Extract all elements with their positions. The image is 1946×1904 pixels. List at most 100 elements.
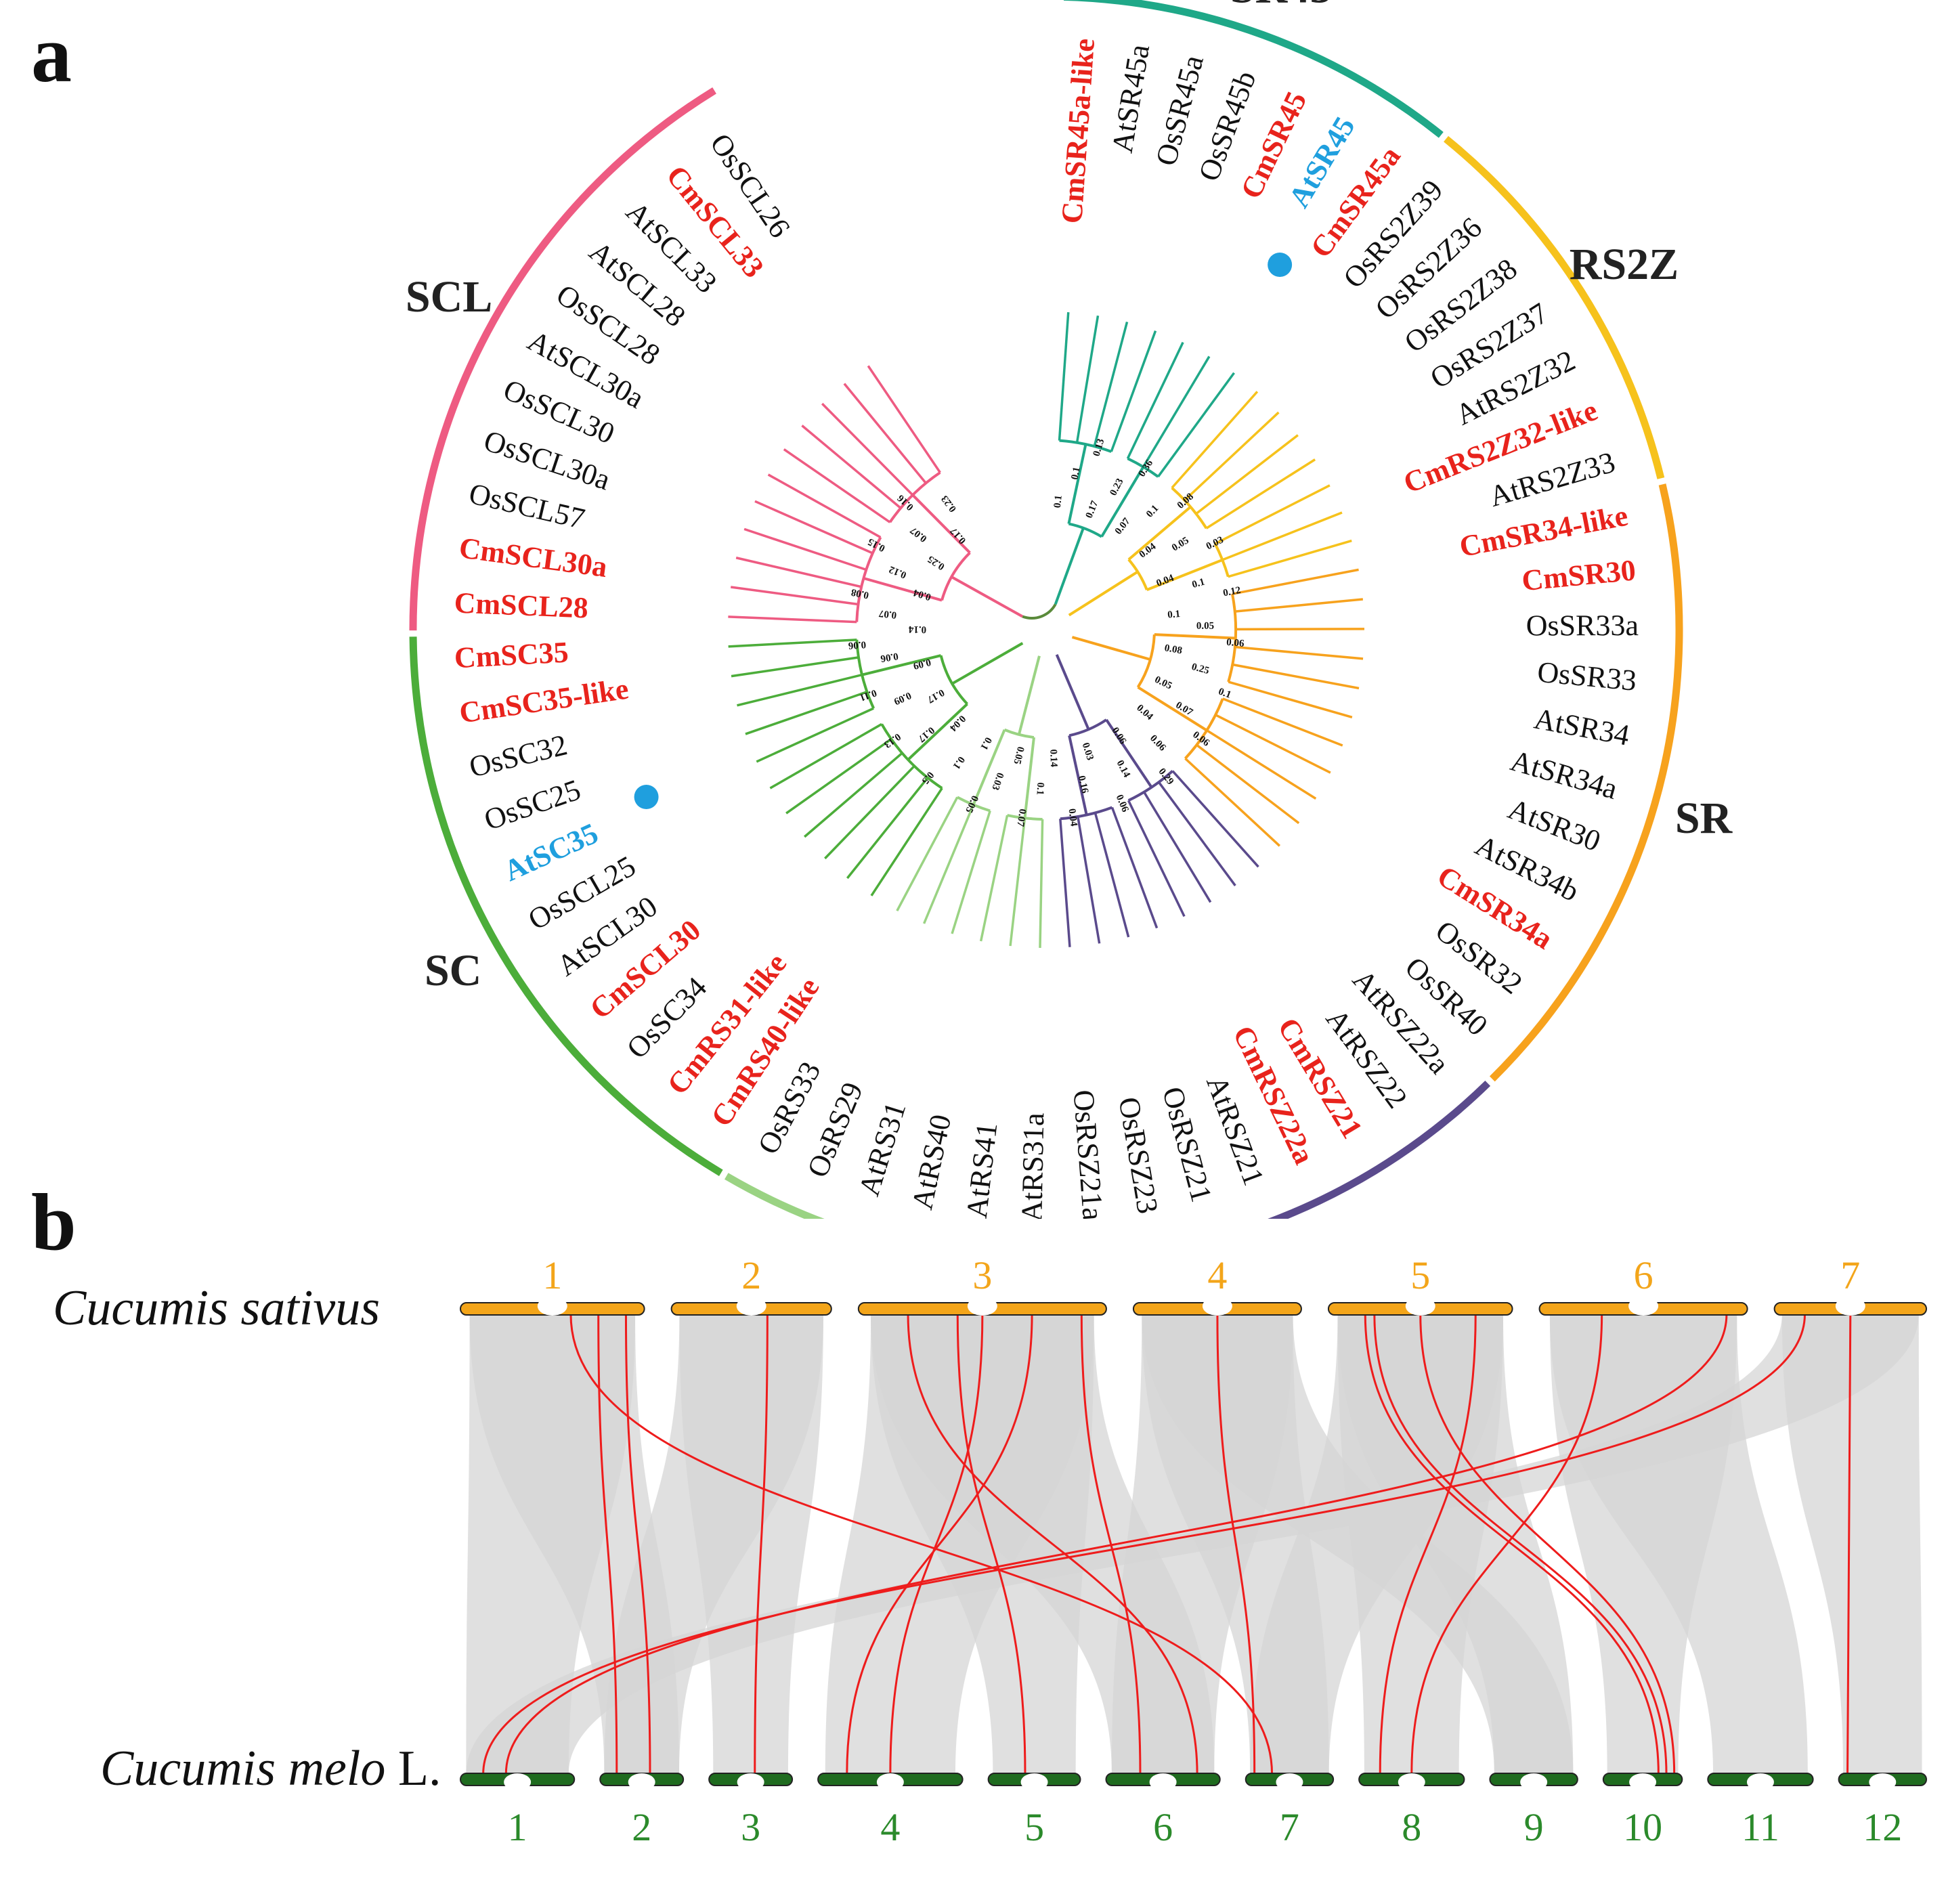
leaf-branch — [1232, 568, 1359, 595]
group-arc — [940, 551, 971, 601]
group-arc-rs2z — [1444, 135, 1665, 479]
branch-length-label: 0.16 — [1076, 775, 1090, 795]
branch-length-label: 0.06 — [880, 650, 899, 664]
leaf-label: CmSC35 — [454, 636, 569, 675]
leaf-branch — [785, 738, 892, 815]
branch-length-label: 0.03 — [989, 771, 1006, 792]
chromosome-label-top: 1 — [542, 1253, 562, 1297]
highlight-link — [1410, 1314, 1603, 1775]
group-arc — [1068, 522, 1103, 538]
leaf-branch — [1075, 315, 1100, 443]
highlight-link — [1846, 1314, 1852, 1775]
subclade-arc — [1227, 593, 1237, 683]
group-label-sr: SR — [1675, 794, 1733, 843]
leaf-branch — [824, 765, 915, 860]
leaf-branch — [1184, 411, 1280, 502]
group-arc-sc — [409, 636, 723, 1177]
leaf-branch — [743, 527, 867, 571]
leaf-branch — [1171, 770, 1259, 868]
group-arc-rs — [725, 1173, 825, 1219]
branch-length-label: 0.14 — [908, 624, 926, 635]
chromosome-label-top: 3 — [972, 1253, 992, 1297]
highlight-link — [1419, 1314, 1676, 1775]
highlight-dot — [1268, 253, 1293, 278]
leaf-branch — [731, 656, 859, 678]
branch-length-label: 0.06 — [1148, 733, 1168, 754]
branch-length-label: 0.13 — [1091, 437, 1106, 458]
group-arc-sr — [1489, 483, 1683, 1082]
branch-length-label: 0.05 — [1196, 621, 1214, 632]
leaf-branch — [1184, 757, 1281, 847]
highlight-link — [889, 1314, 984, 1775]
centromere-notch — [1628, 1297, 1659, 1316]
subclade-arc — [1171, 487, 1208, 529]
branch-length-label: 0.1 — [1069, 466, 1082, 481]
root-arc — [1022, 603, 1057, 620]
subclade-stem — [1154, 633, 1236, 640]
centromere-notch — [1149, 1773, 1177, 1791]
group-arc — [1003, 728, 1035, 739]
branch-length-label: 0.1 — [1191, 577, 1206, 591]
subclade-arc — [880, 723, 943, 789]
chromosome-label-bottom: 1 — [508, 1805, 527, 1849]
chromosome-label-bottom: 3 — [741, 1805, 760, 1849]
branch-length-label: 0.08 — [850, 586, 870, 601]
branch-length-label: 0.09 — [912, 656, 932, 671]
group-stem — [951, 576, 1024, 618]
subclade-stem — [1146, 559, 1224, 591]
chromosome-label-bottom: 4 — [880, 1805, 900, 1849]
centromere-notch — [1020, 1773, 1048, 1791]
branch-length-label: 0.04 — [947, 713, 968, 733]
highlight-link — [569, 1314, 1274, 1775]
branch-length-label: 0.06 — [1226, 637, 1245, 649]
leaf-label: CmSCL28 — [454, 586, 589, 624]
centromere-notch — [504, 1773, 532, 1791]
leaf-branch — [1093, 322, 1129, 447]
branch-length-label: 0.04 — [1066, 808, 1079, 827]
group-arc — [1136, 634, 1156, 689]
chromosome-label-bottom: 2 — [632, 1805, 651, 1849]
centromere-notch — [1202, 1297, 1232, 1316]
leaf-branch — [1009, 818, 1026, 947]
branch-length-label: 0.04 — [1134, 703, 1155, 723]
leaf-branch — [821, 402, 914, 496]
chromosome-label-bottom: 5 — [1024, 1805, 1044, 1849]
branch-length-label: 0.17 — [1084, 499, 1101, 520]
centromere-notch — [1398, 1773, 1425, 1791]
subclade-stem — [1068, 735, 1088, 815]
subclade-arc — [855, 536, 882, 622]
highlight-link — [597, 1314, 618, 1775]
chromosome-label-top: 5 — [1410, 1253, 1430, 1297]
leaf-branch — [1222, 697, 1343, 747]
branch-length-label: 0.17 — [915, 724, 936, 744]
branch-length-label: 0.09 — [892, 689, 913, 706]
leaf-branch — [804, 752, 903, 838]
panel-a-label: a — [31, 9, 72, 99]
chromosome-label-bottom: 12 — [1863, 1805, 1902, 1849]
highlight-link — [504, 1314, 1728, 1775]
group-ring — [409, 0, 1683, 1219]
branch-length-label: 0.17 — [948, 525, 968, 546]
centromere-notch — [1746, 1773, 1774, 1791]
leaf-label: OsSR33a — [1526, 609, 1639, 642]
chromosome-label-bottom: 9 — [1524, 1805, 1544, 1849]
phylogenetic-tree: SR45RS2ZSRRSZRSSCSCL0.10.10.130.170.230.… — [406, 0, 1733, 1219]
centromere-notch — [1629, 1773, 1657, 1791]
branch-length-label: 0.12 — [1222, 585, 1242, 599]
branch-length-label: 0.07 — [908, 524, 929, 544]
leaf-label: OsSCL57 — [466, 477, 588, 536]
subclade-stem — [911, 494, 971, 554]
centromere-notch — [1276, 1773, 1303, 1791]
leaf-label: CmSC35-like — [457, 672, 630, 729]
branch-length-label: 0.13 — [882, 731, 903, 750]
branch-length-label: 0.1 — [1144, 503, 1161, 520]
leaf-branch — [735, 557, 862, 588]
synteny-ribbon — [1250, 1314, 1503, 1774]
leaf-branch — [1196, 743, 1300, 825]
leaf-branch — [1205, 458, 1316, 529]
subclade-stem — [863, 577, 943, 602]
leaf-label: CmSCL30a — [457, 531, 609, 584]
leaf-branch — [1221, 511, 1343, 561]
branch-length-label: 0.14 — [1115, 758, 1133, 779]
branch-length-label: 0.25 — [926, 553, 947, 572]
